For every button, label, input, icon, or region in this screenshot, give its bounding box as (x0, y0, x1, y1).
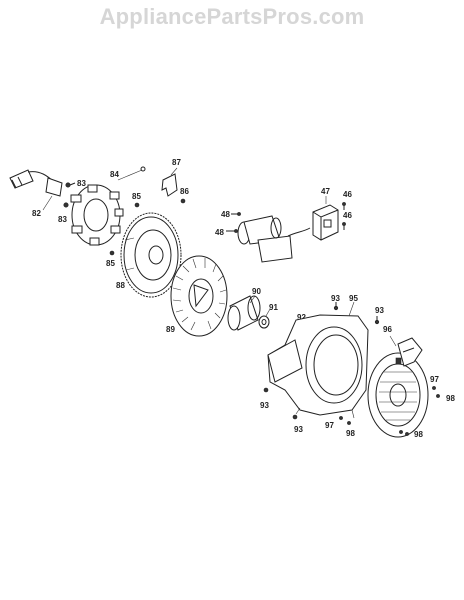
screw-97-right[interactable] (432, 386, 436, 390)
part-label-93-bottom[interactable]: 93 (294, 425, 303, 434)
part-label-95[interactable]: 95 (349, 294, 358, 303)
part-label-98-right[interactable]: 98 (446, 394, 455, 403)
part-label-93-right[interactable]: 93 (375, 306, 384, 315)
screw-93-right[interactable] (374, 316, 380, 325)
part-label-93-left[interactable]: 93 (260, 401, 269, 410)
part-label-84[interactable]: 84 (110, 170, 119, 179)
bracket-87[interactable] (161, 173, 178, 197)
part-label-98-bottom[interactable]: 98 (346, 429, 355, 438)
part-label-97-right[interactable]: 97 (430, 375, 439, 384)
screw-46-upper[interactable] (342, 202, 346, 210)
blower-housing[interactable] (267, 314, 369, 419)
part-label-87[interactable]: 87 (172, 158, 181, 167)
part-label-46-upper[interactable]: 46 (343, 190, 352, 199)
part-label-97-bottom[interactable]: 97 (325, 421, 334, 430)
part-label-91[interactable]: 91 (269, 303, 278, 312)
screw-98-lower-right[interactable] (399, 430, 409, 436)
watermark-text: AppliancePartsPros.com (99, 4, 365, 29)
part-label-48-upper[interactable]: 48 (221, 210, 230, 219)
bolt-48-lower[interactable] (226, 229, 238, 233)
screw-93-top[interactable] (333, 302, 339, 311)
screw-93-left[interactable] (263, 387, 269, 393)
screw-85-upper[interactable] (134, 202, 140, 208)
bolt-48-upper[interactable] (231, 212, 241, 216)
screw-97-bottom[interactable] (339, 416, 343, 420)
flywheel-nut[interactable] (258, 315, 270, 329)
screw-46-lower[interactable] (342, 222, 346, 230)
part-label-46-lower[interactable]: 46 (343, 211, 352, 220)
recoil-starter[interactable] (367, 337, 429, 438)
screw-98-bottom[interactable] (347, 421, 351, 425)
cooling-fan[interactable] (170, 255, 228, 337)
part-label-85-upper[interactable]: 85 (132, 192, 141, 201)
stator-coil[interactable] (70, 184, 124, 246)
part-label-86[interactable]: 86 (180, 187, 189, 196)
flywheel[interactable] (120, 212, 182, 298)
part-label-92[interactable]: 92 (297, 313, 306, 322)
part-label-83-lower[interactable]: 83 (58, 215, 67, 224)
part-label-96[interactable]: 96 (383, 325, 392, 334)
screw-83-lower[interactable] (63, 202, 69, 208)
part-label-83-upper[interactable]: 83 (77, 179, 86, 188)
part-label-47[interactable]: 47 (321, 187, 330, 196)
starter-cup[interactable] (227, 295, 261, 331)
screw-85-lower[interactable] (109, 250, 115, 256)
part-label-89[interactable]: 89 (166, 325, 175, 334)
part-label-82[interactable]: 82 (32, 209, 41, 218)
part-label-88[interactable]: 88 (116, 281, 125, 290)
starter-motor[interactable] (237, 215, 311, 263)
screw-86[interactable] (180, 198, 186, 204)
part-label-98-lower-right[interactable]: 98 (414, 430, 423, 439)
screw-93-bottom[interactable] (292, 414, 298, 420)
part-label-85-lower[interactable]: 85 (106, 259, 115, 268)
part-label-93-top[interactable]: 93 (331, 294, 340, 303)
screw-83-upper[interactable] (65, 182, 76, 188)
part-label-48-lower[interactable]: 48 (215, 228, 224, 237)
starter-solenoid[interactable] (312, 204, 339, 241)
part-label-90[interactable]: 90 (252, 287, 261, 296)
spark-plug-boot[interactable] (9, 169, 63, 197)
screw-98-right[interactable] (436, 394, 440, 398)
